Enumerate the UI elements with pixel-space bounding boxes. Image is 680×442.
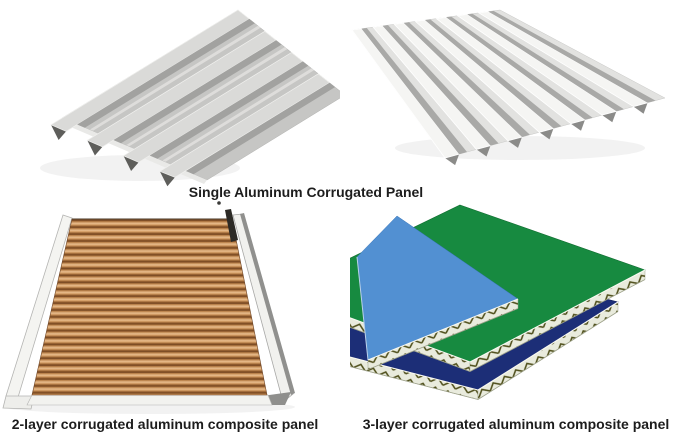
copper-corrugation (31, 218, 268, 396)
single-corrugated-panel-photo-left (40, 9, 340, 187)
caption-single-panel: Single Aluminum Corrugated Panel (188, 184, 424, 200)
two-layer-panel-photo (2, 201, 295, 414)
caption-three-layer-panel: 3-layer corrugated aluminum composite pa… (362, 416, 670, 432)
caption-two-layer-panel: 2-layer corrugated aluminum composite pa… (11, 416, 319, 432)
single-corrugated-panel-photo-right (351, 9, 666, 166)
seam-clip (225, 209, 238, 242)
blue-sheet (356, 215, 519, 370)
three-layer-panel-illustration (350, 204, 646, 400)
